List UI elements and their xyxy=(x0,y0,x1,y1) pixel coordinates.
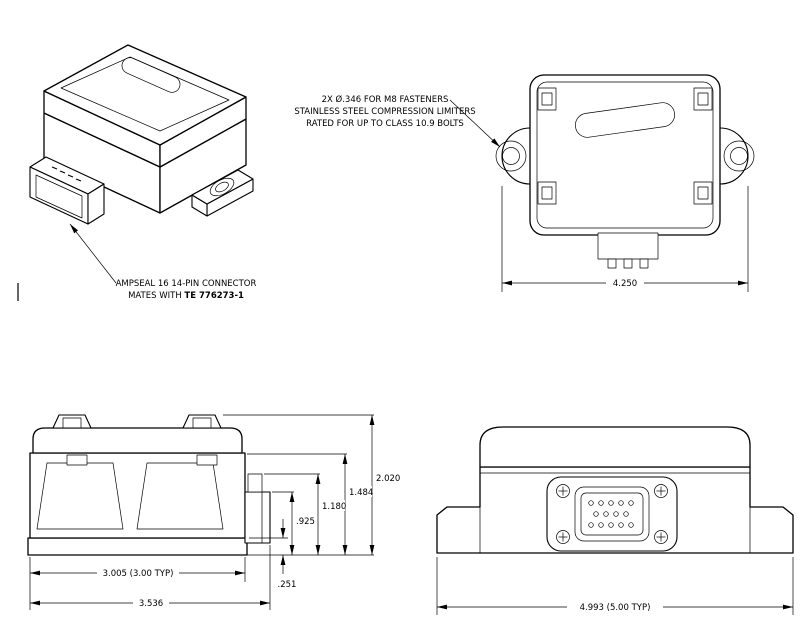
connector-iso xyxy=(29,156,105,225)
dim-body-width-label: 3.005 (3.00 TYP) xyxy=(103,569,174,579)
dimension-4250: 4.250 xyxy=(501,186,749,292)
fastener-note: 2X Ø.346 FOR M8 FASTENERS STAINLESS STEE… xyxy=(294,94,501,148)
dim-base-step-label: .251 xyxy=(278,580,297,590)
dim-1484-label: 1.484 xyxy=(349,488,373,498)
enclosure-lid-front xyxy=(479,426,751,468)
latch-clip-side-1 xyxy=(52,414,92,429)
connector-side xyxy=(244,473,271,544)
connector-callout-line2-text: MATES WITH xyxy=(128,291,184,301)
enclosure-body-side xyxy=(27,414,248,556)
lid-label-recess xyxy=(121,57,181,93)
mounting-ear-left xyxy=(495,127,531,185)
fastener-note-leader xyxy=(449,99,501,148)
dim-overall-width-front-label: 4.993 (5.00 TYP) xyxy=(580,603,651,613)
dimension-3536: 3.536 xyxy=(30,597,270,609)
dim-1180-label: 1.180 xyxy=(322,502,346,512)
enclosure-body-top xyxy=(529,74,721,236)
text-mask xyxy=(321,500,345,511)
text-mask xyxy=(295,515,317,526)
connector-callout-part-number: TE 776273-1 xyxy=(184,291,244,301)
body-rib-1 xyxy=(36,462,124,530)
connector-leader-line xyxy=(69,223,117,284)
text-mask xyxy=(348,486,372,497)
connector-callout-line1: AMPSEAL 16 14-PIN CONNECTOR xyxy=(116,279,257,289)
connector-screws-front xyxy=(556,484,668,544)
text-mask xyxy=(97,567,179,579)
connector-pins-iso xyxy=(51,166,82,182)
connector-pins-front xyxy=(588,500,634,528)
front-view: 4.993 (5.00 TYP) xyxy=(436,426,794,615)
isometric-view: AMPSEAL 16 14-PIN CONNECTOR MATES WITH T… xyxy=(17,44,257,301)
top-view: 4.250 2X Ø.346 FOR M8 FASTENERS STAINLES… xyxy=(294,74,755,292)
fastener-note-line2: STAINLESS STEEL COMPRESSION LIMITERS xyxy=(294,107,475,117)
body-rib-2 xyxy=(136,462,224,530)
text-mask xyxy=(375,472,399,483)
dim-top-width-label: 4.250 xyxy=(613,279,637,289)
connector-front xyxy=(546,476,678,552)
enclosure-lid-edge-top xyxy=(536,81,714,229)
dimension-251: .251 xyxy=(278,519,297,590)
connector-stub-top xyxy=(597,232,659,269)
text-mask xyxy=(567,601,663,613)
enclosure-lid-side xyxy=(32,427,243,454)
dimension-3005: 3.005 (3.00 TYP) xyxy=(30,567,245,579)
fastener-hole-right xyxy=(730,147,748,165)
lid-label-recess-top xyxy=(575,102,675,138)
fastener-hole-left xyxy=(502,147,520,165)
text-mask xyxy=(133,597,169,609)
side-view: .925 1.180 1.484 2.020 .251 3.005 (3.00 … xyxy=(27,414,400,610)
enclosure-lid-iso xyxy=(43,44,247,168)
connector-callout-line2: MATES WITH TE 776273-1 xyxy=(128,291,244,301)
dim-total-height-label: 2.020 xyxy=(376,474,400,484)
dimension-4993: 4.993 (5.00 TYP) xyxy=(436,557,794,615)
text-mask xyxy=(606,277,644,289)
dim-overall-width-side-label: 3.536 xyxy=(139,599,163,609)
mounting-ear-right xyxy=(719,127,755,185)
latch-clips-top xyxy=(537,87,713,205)
connector-latch-side xyxy=(247,473,263,493)
vertical-dimensions-side: .925 1.180 1.484 2.020 xyxy=(289,415,400,555)
latch-clip-side-2 xyxy=(182,414,222,429)
base-flange-side xyxy=(27,537,248,556)
fastener-note-line1: 2X Ø.346 FOR M8 FASTENERS xyxy=(322,94,449,105)
fastener-note-line3: RATED FOR UP TO CLASS 10.9 BOLTS xyxy=(306,119,464,129)
dim-925-label: .925 xyxy=(296,517,315,527)
mounting-ear-iso xyxy=(191,169,254,217)
